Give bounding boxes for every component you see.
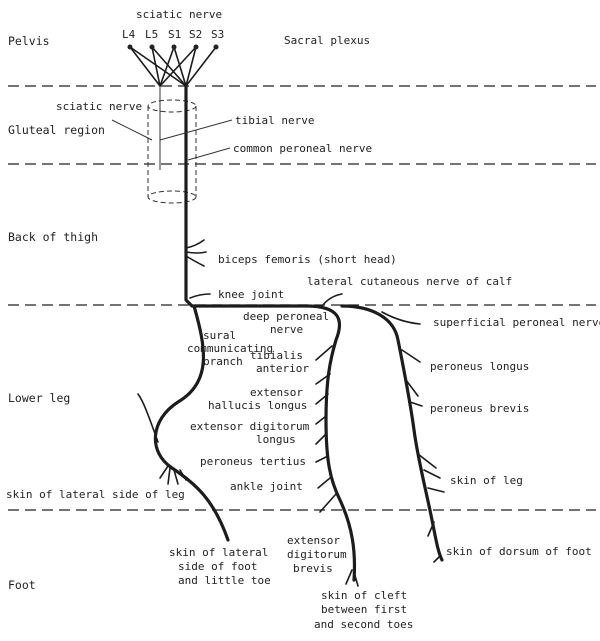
root-l5: L5 [145,28,158,41]
region-lower-leg: Lower leg [8,391,70,405]
label-skin-lat-foot-3: and little toe [178,574,271,587]
deep-peroneal-branches [315,345,359,587]
sural-communicating-nerve [153,304,230,542]
common-peroneal-nerve [184,84,308,308]
label-edb-2: digitorum [287,548,347,561]
label-skin-lat-foot-2: side of foot [178,560,257,573]
root-s2: S2 [189,28,202,41]
root-l4: L4 [122,28,136,41]
label-deep-peroneal-1: deep peroneal [243,310,329,323]
sural-upper-branch [137,393,159,443]
label-skin-dorsum: skin of dorsum of foot [446,545,592,558]
label-peroneus-longus: peroneus longus [430,360,529,373]
label-skin-cleft-3: and second toes [314,618,413,631]
region-gluteal: Gluteal region [8,123,105,137]
label-tibialis-2: anterior [256,362,309,375]
label-skin-lat-foot-1: skin of lateral [169,546,268,559]
label-knee-joint: knee joint [218,288,284,301]
superficial-peroneal-branches [401,349,445,563]
superficial-peroneal-leader [381,311,421,325]
label-peroneus-brevis: peroneus brevis [430,402,529,415]
label-edb-1: extensor [287,534,340,547]
sural-terminal-branches [159,465,187,485]
label-common-peroneal: common peroneal nerve [233,142,372,155]
region-pelvis: Pelvis [8,34,50,48]
label-peroneus-tertius: peroneus tertius [200,455,306,468]
root-dots [127,44,219,50]
label-ehl-1: extensor [250,386,303,399]
sciatic-sheath [147,99,197,204]
lat-cutaneous-branch [321,293,343,307]
root-s1: S1 [168,28,181,41]
label-ankle-joint: ankle joint [230,480,303,493]
label-lat-cutaneous: lateral cutaneous nerve of calf [307,275,512,288]
label-skin-cleft-1: skin of cleft [321,589,407,602]
leader-sciatic [111,119,153,141]
region-foot: Foot [8,578,36,592]
label-tibial: tibial nerve [235,114,314,127]
superficial-peroneal-nerve [340,304,444,562]
region-thigh: Back of thigh [8,230,98,244]
sacral-plexus-lines [129,46,217,87]
label-skin-leg: skin of leg [450,474,523,487]
biceps-branch [185,239,207,267]
deep-peroneal-nerve [304,304,357,582]
label-sural-3: branch [203,355,243,368]
label-sciatic-gluteal: sciatic nerve [56,100,142,113]
label-edl-2: longus [256,433,296,446]
label-skin-lat-leg: skin of lateral side of leg [6,488,185,501]
label-edb-3: brevis [293,562,333,575]
label-deep-peroneal-2: nerve [270,323,303,336]
label-sural-1: sural [203,329,236,342]
leader-common-peroneal [187,147,231,161]
label-tibialis-1: tibialis [250,349,303,362]
label-ehl-2: hallucis longus [208,399,307,412]
label-superficial-peroneal: superficial peroneal nerve [433,316,600,329]
root-s3: S3 [211,28,224,41]
label-sural-2: communicating [187,342,273,355]
label-sacral-plexus: Sacral plexus [284,34,370,47]
label-sciatic-top: sciatic nerve [136,8,222,21]
leader-tibial [159,119,233,141]
label-skin-cleft-2: between first [321,603,407,616]
knee-joint-branch [189,293,211,299]
label-biceps: biceps femoris (short head) [218,253,397,266]
label-edl-1: extensor digitorum [190,420,310,433]
